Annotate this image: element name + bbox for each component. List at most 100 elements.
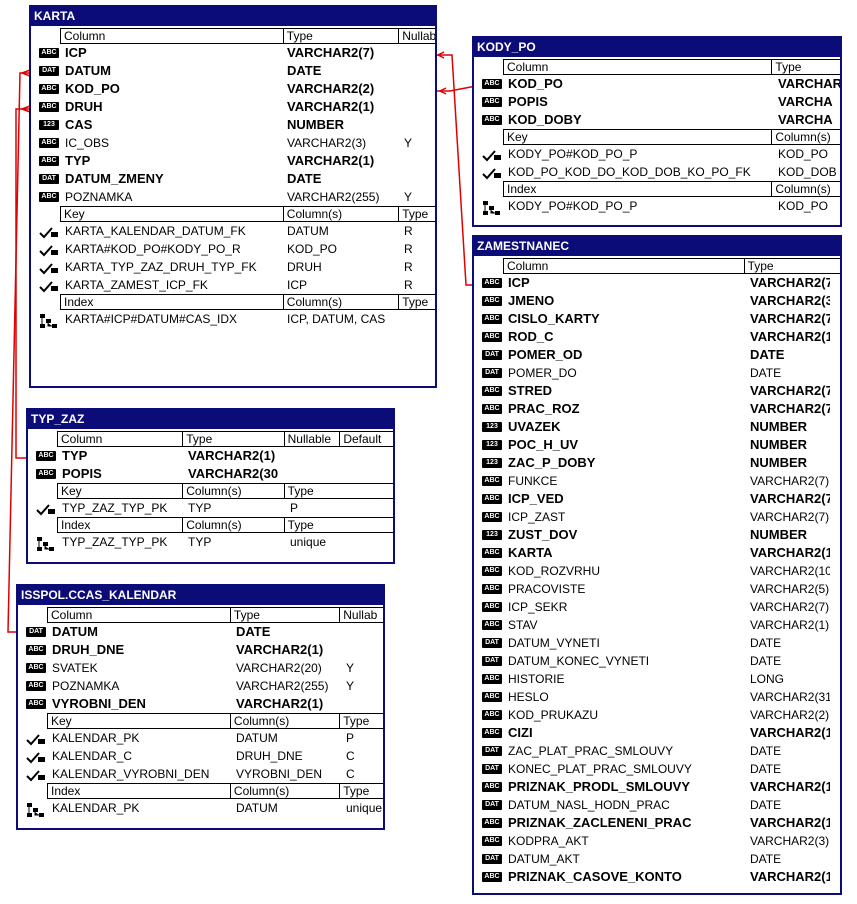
cell: PRIZNAK_PRODL_SMLOUVY: [508, 779, 691, 794]
cell: R: [404, 242, 413, 256]
123-type-icon: 123: [482, 440, 502, 450]
cell: KONEC_PLAT_PRAC_SMLOUVY: [508, 762, 692, 776]
key-type-icon: [39, 244, 59, 257]
cell: PRIZNAK_CASOVE_KONTO: [508, 869, 682, 884]
abc-type-icon: ABC: [482, 386, 502, 396]
table-karta[interactable]: KARTA ColumnTypeNullableABCICPVARCHAR2(7…: [29, 5, 437, 388]
cell: ICP: [65, 45, 87, 60]
cell: DATUM: [236, 801, 278, 815]
cell: ICP_ZAST: [508, 510, 566, 524]
cell: TYP: [188, 501, 212, 515]
cell: ICP_VED: [508, 491, 564, 506]
cell: POZNAMKA: [52, 679, 120, 693]
cell: TYP_ZAZ_TYP_PK: [62, 535, 168, 549]
abc-type-icon: ABC: [482, 584, 502, 594]
abc-type-icon: ABC: [482, 332, 502, 342]
index-type-icon: [36, 537, 56, 551]
cell: TYP: [62, 448, 88, 463]
123-type-icon: 123: [39, 120, 59, 130]
header-cell: Key: [61, 207, 284, 221]
cell: DATE: [750, 744, 782, 758]
cell: KOD_PO: [508, 76, 563, 91]
cell: DATE: [750, 636, 782, 650]
key-row: KARTA#KOD_PO#KODY_PO_R KOD_PO R: [39, 240, 435, 258]
cell: DRUH_DNE: [236, 749, 303, 763]
cell: ZUST_DOV: [508, 527, 578, 542]
cell: ICP: [508, 275, 530, 290]
abc-type-icon: ABC: [39, 138, 59, 148]
header-cell: Column: [504, 259, 745, 273]
cell: KOD_PO: [778, 147, 829, 161]
cell: PRACOVISTE: [508, 582, 586, 596]
cell: ZAC_PLAT_PRAC_SMLOUVY: [508, 744, 674, 758]
cell: DATUM_KONEC_VYNETI: [508, 654, 650, 668]
header-cell: Type: [284, 29, 400, 43]
cell: KALENDAR_VYROBNI_DEN: [52, 767, 210, 781]
cell: KARTA#ICP#DATUM#CAS_IDX: [65, 312, 238, 326]
123-type-icon: 123: [482, 458, 502, 468]
cell: POMER_OD: [508, 347, 583, 362]
123-type-icon: 123: [482, 530, 502, 540]
key-type-icon: [26, 733, 46, 746]
cell: VARCHAR2(7): [750, 600, 830, 614]
cell: VYROBNI_DEN: [236, 767, 323, 781]
cell: KOD_ROZVRHU: [508, 564, 601, 578]
dat-type-icon: DAT: [482, 764, 502, 774]
abc-type-icon: ABC: [36, 451, 56, 461]
abc-type-icon: ABC: [482, 512, 502, 522]
key-row: KALENDAR_VYROBNI_DEN VYROBNI_DEN C: [26, 765, 383, 783]
header-cell: Column(s): [284, 207, 400, 221]
abc-type-icon: ABC: [482, 79, 502, 89]
abc-type-icon: ABC: [26, 663, 46, 673]
abc-type-icon: ABC: [482, 782, 502, 792]
key-type-icon: [39, 226, 59, 239]
cell: C: [346, 767, 355, 781]
cell: VARCHA: [778, 94, 833, 109]
cell: VARCHAR2(2): [287, 81, 375, 96]
cell: VARCHAR2(10: [750, 564, 830, 578]
table-title: ZAMESTNANEC: [474, 237, 840, 256]
cell: KOD_PO: [287, 242, 338, 256]
abc-type-icon: ABC: [39, 156, 59, 166]
header-cell: Key: [504, 130, 773, 144]
header-cell: Index: [58, 518, 184, 532]
cell: VARCHAR2(7: [750, 275, 830, 290]
key-type-icon: [26, 751, 46, 764]
header-cell: Type: [343, 714, 370, 728]
header-cell: Type: [747, 259, 774, 273]
cell: DATUM_NASL_HODN_PRAC: [508, 798, 670, 812]
cell: KARTA#KOD_PO#KODY_PO_R: [65, 242, 241, 256]
header-cell: Column(s): [183, 484, 285, 498]
header-cell: Type: [231, 608, 341, 622]
123-type-icon: 123: [482, 422, 502, 432]
cell: DATE: [750, 762, 782, 776]
